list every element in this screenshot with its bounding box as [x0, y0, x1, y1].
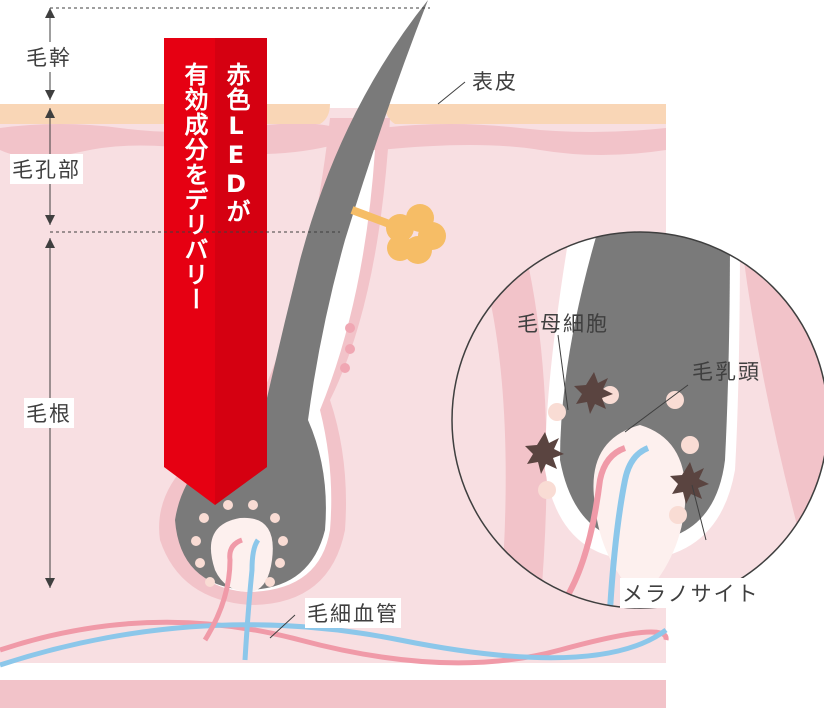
- sheath-dots: [340, 323, 355, 373]
- matrix-cell-dots: [191, 500, 288, 587]
- label-hair-shaft: 毛幹: [24, 42, 74, 72]
- papilla-leader: [624, 384, 689, 433]
- zoom-circle-border: [451, 231, 824, 609]
- dermal-papilla: [210, 517, 273, 592]
- label-pore: 毛孔部: [10, 154, 83, 184]
- artery: [0, 619, 669, 666]
- epidermis-leader: [437, 81, 466, 105]
- label-melanocyte: メラノサイト: [620, 578, 762, 608]
- sebaceous-duct: [350, 206, 394, 229]
- artery-branch: [202, 537, 243, 642]
- label-epidermis: 表皮: [470, 66, 520, 96]
- epidermis-band-right: [380, 124, 666, 155]
- led-banner-shadow: [215, 38, 267, 505]
- capillary-leader: [269, 614, 296, 639]
- epidermis-top-right: [385, 104, 666, 124]
- zoom-content: [452, 232, 824, 608]
- label-hair-matrix-cells: 毛母細胞: [517, 312, 609, 336]
- banner-line-1: 赤色LEDが: [222, 62, 250, 224]
- sebaceous-gland: [386, 204, 446, 264]
- matrix-leader: [557, 334, 569, 411]
- banner-line-2: 有効成分をデリバリー: [180, 62, 208, 312]
- dimension-arrows: [45, 8, 55, 588]
- vein-branch: [242, 538, 261, 661]
- label-dermal-papilla: 毛乳頭: [692, 360, 761, 384]
- vein: [0, 622, 668, 668]
- melanocyte-leader: [691, 484, 707, 541]
- subcutaneous-layer: [0, 680, 666, 708]
- label-hair-root: 毛根: [24, 398, 74, 428]
- label-capillary: 毛細血管: [305, 598, 401, 628]
